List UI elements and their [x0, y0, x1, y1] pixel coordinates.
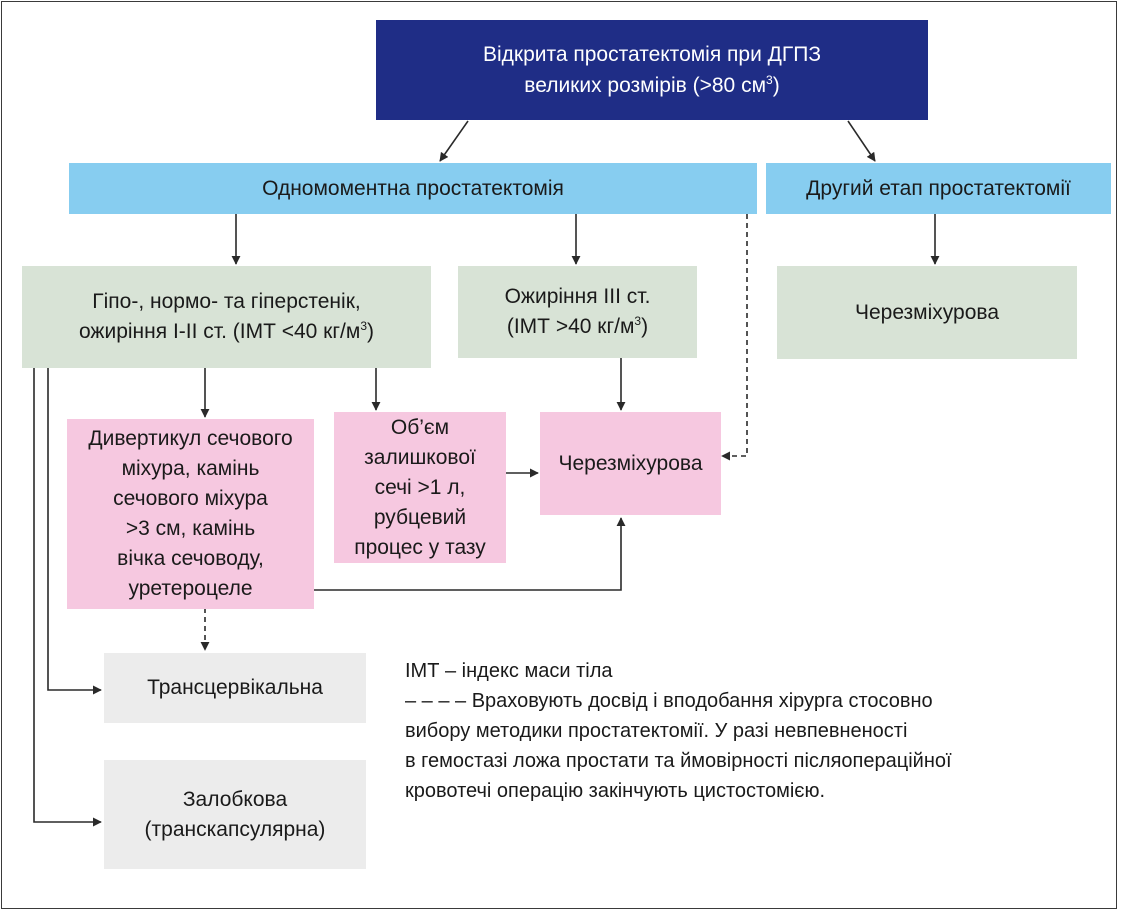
legend-dashed-line4: кровотечі операцію закінчують цистостомі…: [405, 780, 826, 802]
arrow-normal-to-retropubic: [33, 368, 102, 827]
dashed-arrow-one-stage-to-transvesical: [721, 214, 748, 461]
arrow-top-to-one-stage: [439, 120, 469, 162]
obesity3-line2: (ІМТ >40 кг/м3): [506, 314, 649, 338]
retropubic-box: Залобкова (транскапсулярна): [104, 760, 366, 869]
residual-urine-box: Об’єм залишкової сечі >1 л, рубцевий про…: [334, 412, 506, 563]
open-prostatectomy-box: Відкрита простатектомія при ДГПЗ великих…: [376, 20, 928, 120]
transvesical-mid-label: Черезміхурова: [558, 451, 703, 475]
transvesical-second-stage-box: Черезміхурова: [777, 266, 1077, 359]
legend-dashed-line3: в гемостазі ложа простати та ймовірності…: [405, 750, 952, 772]
top-title-line1: Відкрита простатектомія при ДГПЗ: [482, 43, 822, 66]
legend: ІМТ – індекс маси тіла – – – – Враховуют…: [405, 656, 1085, 806]
second-stage-label: Другий етап простатектомії: [806, 176, 1071, 200]
transcervical-box: Трансцервікальна: [104, 653, 366, 723]
legend-dashed-line2: вибору методики простатектомії. У разі н…: [405, 720, 908, 742]
obesity-grade3-box: Ожиріння ІІІ ст. (ІМТ >40 кг/м3): [458, 266, 697, 358]
normal-weight-box: Гіпо-, нормо- та гіперстенік, ожиріння І…: [22, 266, 431, 368]
top-title-line2: великих розмірів (>80 см3): [524, 73, 780, 97]
normal-weight-line1: Гіпо-, нормо- та гіперстенік,: [92, 290, 361, 313]
obesity3-line1: Ожиріння ІІІ ст.: [504, 285, 651, 308]
second-stage-prostatectomy-box: Другий етап простатектомії: [766, 163, 1111, 214]
retropubic-label: Залобкова (транскапсулярна): [144, 787, 326, 841]
diverticulum-box: Дивертикул сечового міхура, камінь сечов…: [67, 419, 314, 609]
arrow-normal-to-transcervical: [47, 368, 102, 695]
diverticulum-label: Дивертикул сечового міхура, камінь сечов…: [88, 427, 293, 600]
legend-dashed-line1: – – – – Враховують досвід і вподобання х…: [405, 690, 933, 712]
transvesical-mid-box: Черезміхурова: [540, 412, 721, 515]
residual-urine-label: Об’єм залишкової сечі >1 л, рубцевий про…: [354, 415, 486, 559]
transvesical-right-label: Черезміхурова: [854, 300, 1000, 324]
one-stage-label: Одномоментна простатектомія: [262, 176, 564, 200]
transcervical-label: Трансцервікальна: [147, 676, 323, 699]
arrow-diverticulum-to-transvesical: [314, 517, 626, 591]
normal-weight-line2: ожиріння І-ІІ ст. (ІМТ <40 кг/м3): [78, 319, 374, 343]
one-stage-prostatectomy-box: Одномоментна простатектомія: [69, 163, 757, 214]
legend-imt: ІМТ – індекс маси тіла: [405, 660, 613, 682]
arrow-top-to-second-stage: [847, 120, 876, 162]
